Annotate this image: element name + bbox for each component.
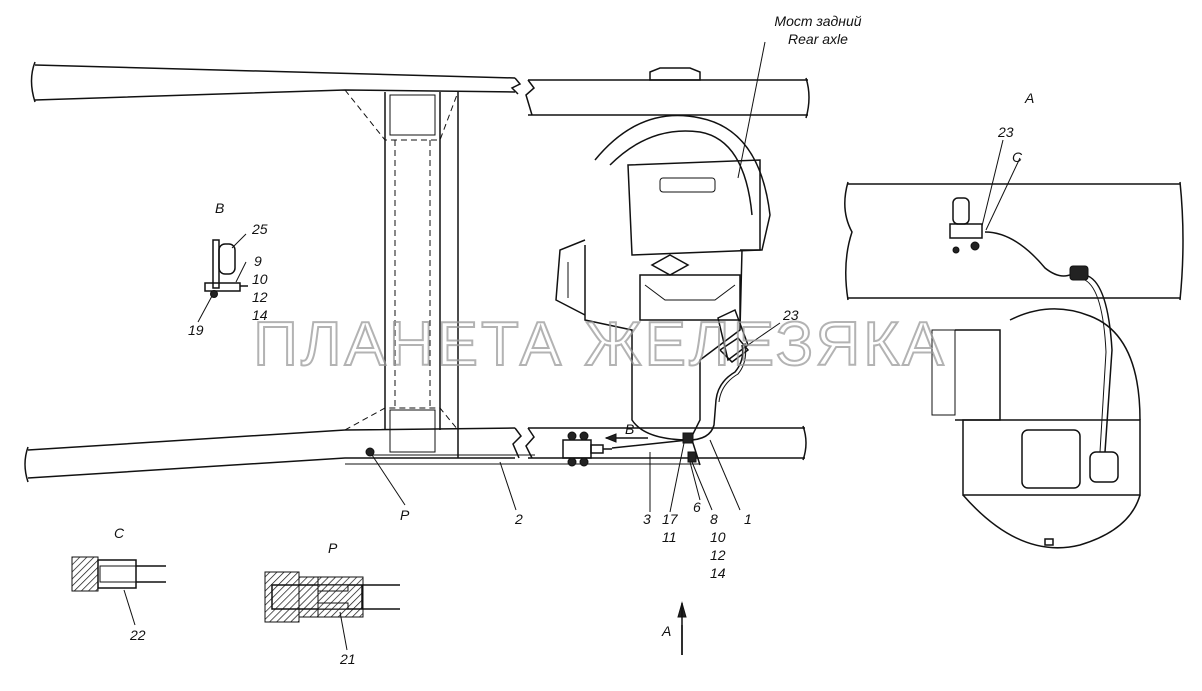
callout-21: 21 <box>339 651 356 667</box>
view-a <box>844 139 1184 549</box>
callout-12-detail: 12 <box>252 289 268 305</box>
rear-axle-housing <box>555 67 771 441</box>
view-a-arrow <box>677 601 687 655</box>
frame-upper-rail <box>30 61 810 119</box>
callout-19: 19 <box>188 322 204 338</box>
callout-9: 9 <box>254 253 262 269</box>
fitting-p <box>365 447 375 457</box>
detail-p-title: P <box>328 540 338 556</box>
callout-14-main: 14 <box>710 565 726 581</box>
clamp-bracket <box>682 432 701 466</box>
view-b-arrow <box>604 433 648 443</box>
view-a-title: A <box>1024 90 1034 106</box>
callout-8: 8 <box>710 511 718 527</box>
callout-10-main: 10 <box>710 529 726 545</box>
detail-p-marker: P <box>400 507 410 523</box>
view-b-title: B <box>215 200 224 216</box>
detail-c-title: C <box>114 525 125 541</box>
detail-p <box>264 571 400 651</box>
detail-b <box>197 233 248 323</box>
detail-c-marker: C <box>1012 149 1023 165</box>
view-b-arrow-label: B <box>625 421 634 437</box>
rear-axle-title-ru: Мост задний <box>774 13 861 29</box>
callout-12-main: 12 <box>710 547 726 563</box>
rear-axle-title-en: Rear axle <box>788 31 848 47</box>
callout-3: 3 <box>643 511 651 527</box>
leader-lines <box>371 41 781 513</box>
valve-assembly <box>562 431 612 467</box>
callout-23-view: 23 <box>997 124 1014 140</box>
callout-17: 17 <box>662 511 679 527</box>
callout-14-detail: 14 <box>252 307 268 323</box>
callout-2: 2 <box>514 511 523 527</box>
callout-1: 1 <box>744 511 752 527</box>
callouts: 23 1 2 3 17 11 6 8 10 12 14 25 9 10 12 1… <box>129 124 1014 667</box>
watermark-text: ПЛАНЕТА ЖЕЛЕЗЯКА <box>253 310 946 379</box>
callout-22: 22 <box>129 627 146 643</box>
detail-c <box>71 556 166 626</box>
brake-line-main <box>370 337 750 456</box>
callout-25: 25 <box>251 221 268 237</box>
callout-6: 6 <box>693 499 701 515</box>
callout-10-detail: 10 <box>252 271 268 287</box>
view-a-arrow-label: A <box>661 623 671 639</box>
callout-11: 11 <box>662 529 677 545</box>
callout-23: 23 <box>782 307 799 323</box>
cross-member <box>344 89 459 458</box>
